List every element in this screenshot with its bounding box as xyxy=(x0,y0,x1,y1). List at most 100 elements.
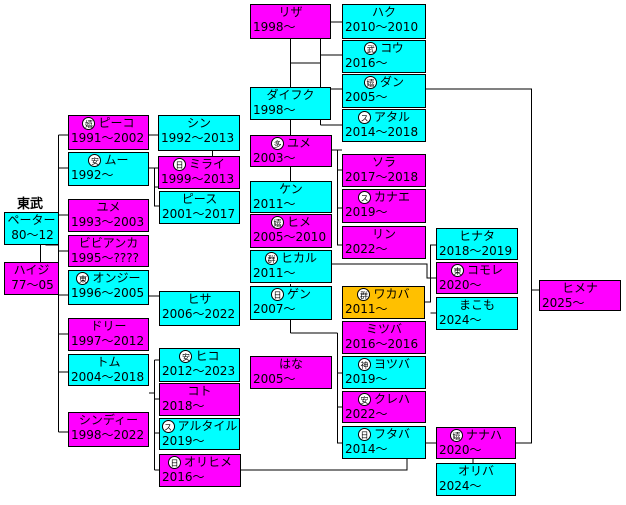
node-years: 2020〜 xyxy=(439,443,482,457)
org-badge-icon: 東 xyxy=(76,272,90,285)
node-name: 日フタバ xyxy=(343,427,425,442)
node-years: 2016〜2016 xyxy=(345,337,419,351)
node-years: 2010〜2010 xyxy=(345,20,419,34)
node-name: 武コウ xyxy=(343,41,425,56)
node-ken[interactable]: ケン 2011〜 xyxy=(250,181,332,213)
org-badge-icon: 安 xyxy=(88,154,102,167)
org-badge-icon: 日 xyxy=(270,288,284,301)
node-bianca[interactable]: ビビアンカ 1995〜???? xyxy=(68,235,149,267)
node-piko[interactable]: 嬉ピーコ 1991〜2002 xyxy=(68,115,149,150)
node-hiko[interactable]: 安ヒコ 2012〜2023 xyxy=(159,348,240,382)
org-badge-icon: 群 xyxy=(264,252,278,265)
node-gen[interactable]: 日ゲン 2007〜 xyxy=(250,286,332,320)
node-years: 1996〜2005 xyxy=(71,286,145,300)
node-name: 嬉ダン xyxy=(343,75,425,90)
node-shin[interactable]: シン 1992〜2013 xyxy=(158,115,240,151)
node-orihime[interactable]: 日オリヒメ 2016〜 xyxy=(159,454,241,487)
node-name: 東オンジー xyxy=(69,271,148,286)
node-years: 2011〜 xyxy=(253,197,296,211)
node-oriba[interactable]: オリバ 2024〜 xyxy=(436,463,516,496)
node-yume-1993[interactable]: ユメ 1993〜2003 xyxy=(68,199,149,232)
node-name: 群ヒカル xyxy=(251,251,331,266)
node-hikaru[interactable]: 群ヒカル 2011〜 xyxy=(250,250,332,283)
node-years: 2020〜 xyxy=(439,278,482,292)
org-badge-icon: 神 xyxy=(357,358,371,371)
node-years: 1992〜 xyxy=(71,168,114,182)
node-yume-2003[interactable]: 多ユメ 2003〜 xyxy=(250,135,332,167)
node-sora[interactable]: ソラ 2017〜2018 xyxy=(342,154,426,187)
org-badge-icon: 嬉 xyxy=(82,117,96,130)
org-badge-icon: 嬉 xyxy=(449,429,463,442)
node-komore[interactable]: 東コモレ 2020〜 xyxy=(436,262,518,294)
node-peter[interactable]: ペーター 80〜12 xyxy=(4,212,59,245)
node-mirai[interactable]: 日ミライ 1999〜2013 xyxy=(158,156,240,189)
node-years: 2004〜2018 xyxy=(71,370,145,384)
node-name: リン xyxy=(371,227,396,241)
node-mitsuba[interactable]: ミツバ 2016〜2016 xyxy=(342,321,426,354)
node-himena[interactable]: ヒメナ 2025〜 xyxy=(539,280,621,311)
node-onji[interactable]: 東オンジー 1996〜2005 xyxy=(68,270,149,305)
node-hinata[interactable]: ヒナタ 2018〜2019 xyxy=(436,228,518,260)
node-name: 安クレハ xyxy=(343,392,425,407)
node-rin[interactable]: リン 2022〜 xyxy=(342,226,426,259)
node-name: 東コモレ xyxy=(437,263,517,278)
node-heidi[interactable]: ハイジ 77〜05 xyxy=(4,262,59,295)
node-name: ケン xyxy=(279,182,303,196)
node-riza[interactable]: リザ 1998〜 xyxy=(250,4,331,39)
node-kou[interactable]: 武コウ 2016〜 xyxy=(342,40,426,73)
node-years: 2016〜 xyxy=(162,470,205,484)
org-badge-icon: 群 xyxy=(357,288,371,301)
node-years: 2005〜 xyxy=(253,372,296,386)
node-name: 日オリヒメ xyxy=(160,455,240,470)
node-name: ハク xyxy=(371,5,396,19)
node-years: 2018〜2019 xyxy=(439,244,513,258)
node-name: 安ヒコ xyxy=(160,349,239,364)
node-koto[interactable]: コト 2018〜 xyxy=(159,383,240,416)
node-makomo[interactable]: まこも 2024〜 xyxy=(436,297,518,330)
node-years: 1999〜2013 xyxy=(161,172,235,186)
node-years: 2022〜 xyxy=(345,407,388,421)
node-kureha[interactable]: 安クレハ 2022〜 xyxy=(342,391,426,423)
node-dolly[interactable]: ドリー 1997〜2012 xyxy=(68,318,149,351)
node-years: 2012〜2023 xyxy=(162,364,236,378)
node-name: ユメ xyxy=(96,200,121,214)
node-hime[interactable]: 嬉ヒメ 2005〜2010 xyxy=(250,214,332,248)
node-years: 1995〜???? xyxy=(71,251,140,265)
node-mu[interactable]: 安ムー 1992〜 xyxy=(68,152,149,186)
node-yotsuba[interactable]: 神ヨツバ 2019〜 xyxy=(342,356,426,389)
node-years: 2005〜 xyxy=(345,90,388,104)
org-badge-icon: 多 xyxy=(270,137,284,150)
org-badge-icon: 安 xyxy=(357,393,371,406)
node-name: スカナエ xyxy=(343,190,425,205)
org-badge-icon: 嬉 xyxy=(270,216,284,229)
node-peace[interactable]: ピース 2001〜2017 xyxy=(159,191,240,224)
node-hana[interactable]: はな 2005〜 xyxy=(250,356,332,389)
node-years: 80〜12 xyxy=(11,228,54,242)
node-name: ダイフク xyxy=(266,88,315,102)
node-name: ビビアンカ xyxy=(78,236,139,250)
node-years: 1997〜2012 xyxy=(71,334,145,348)
org-badge-icon: 嬉 xyxy=(363,76,377,89)
node-years: 1998〜2022 xyxy=(71,428,145,442)
node-nanaha[interactable]: 嬉ナナハ 2020〜 xyxy=(436,427,516,459)
node-years: 2007〜 xyxy=(253,302,296,316)
node-kanae[interactable]: スカナエ 2019〜 xyxy=(342,189,426,223)
node-haku[interactable]: ハク 2010〜2010 xyxy=(342,4,426,39)
node-dan[interactable]: 嬉ダン 2005〜 xyxy=(342,74,426,108)
org-badge-icon: 安 xyxy=(179,350,193,363)
node-daifuku[interactable]: ダイフク 1998〜 xyxy=(250,87,331,120)
node-name: ドリー xyxy=(90,319,127,333)
node-years: 2022〜 xyxy=(345,242,388,256)
node-years: 1998〜 xyxy=(253,103,296,117)
org-badge-icon: 日 xyxy=(167,456,181,469)
node-altair[interactable]: スアルタイル 2019〜 xyxy=(159,418,240,450)
node-ataru[interactable]: スアタル 2014〜2018 xyxy=(342,109,426,142)
node-wakaba[interactable]: 群ワカバ 2011〜 xyxy=(342,286,425,319)
node-futaba[interactable]: 日フタバ 2014〜 xyxy=(342,426,426,459)
node-cindy[interactable]: シンディー 1998〜2022 xyxy=(68,412,149,447)
node-years: 2016〜 xyxy=(345,56,388,70)
node-years: 2025〜 xyxy=(542,296,585,310)
node-name: リザ xyxy=(278,5,303,19)
node-tom[interactable]: トム 2004〜2018 xyxy=(68,354,149,386)
node-hisa[interactable]: ヒサ 2006〜2022 xyxy=(159,291,240,326)
